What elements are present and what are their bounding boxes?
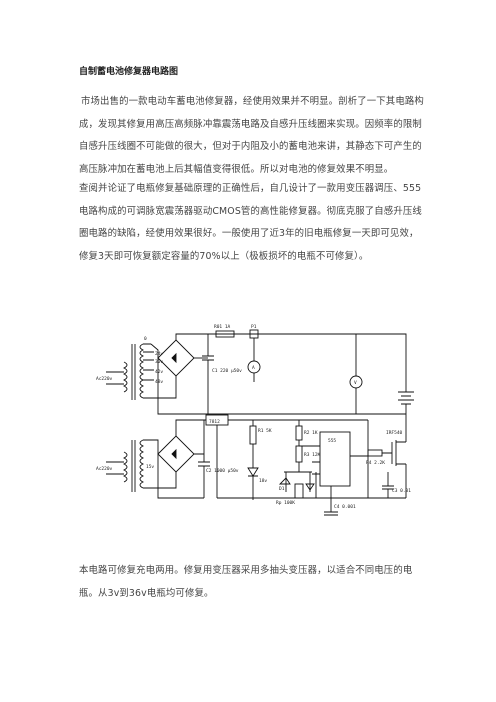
r2-label: R2 1K <box>304 430 318 436</box>
tap-42v-label: 42v <box>155 369 163 375</box>
tap-0-label: 0 <box>144 336 147 342</box>
ic-555-label: 555 <box>328 438 336 444</box>
c4-label: C4 0.001 <box>334 504 356 510</box>
article-title: 自制蓄电池修复器电路图 <box>79 67 179 77</box>
tap-24v-label: 24v <box>155 351 163 357</box>
ac-input-bottom-label: Ac220v <box>96 466 113 472</box>
c2-label: C2 1000 μ50v <box>206 468 239 474</box>
c3-label: C3 0.01 <box>392 488 411 494</box>
r4-label: R4 2.2K <box>366 460 385 466</box>
paragraph-1: 市场出售的一款电动车蓄电池修复器，经使用效果并不明显。剖析了一下其电路构成，发现… <box>79 96 424 175</box>
tap-48v-label: 48v <box>155 379 163 385</box>
r3-label: R3 12K <box>304 452 321 458</box>
regulator-label: 7812 <box>209 419 220 425</box>
zener-label: 18v <box>259 478 267 484</box>
voltmeter-label: V <box>354 380 357 386</box>
rp-label: Rp 100K <box>276 500 295 506</box>
tap-30v-label: 30v <box>155 359 163 365</box>
p1-label: P1 <box>251 324 257 330</box>
c1-label: C1 220 μ50v <box>212 368 242 374</box>
r1-label: R1 5K <box>258 428 272 434</box>
ac-input-top-label: Ac220v <box>96 376 113 382</box>
paragraph-2: 查阅并论证了电瓶修复基础原理的正确性后，自几设计了一款用变压器调压、555电路构… <box>79 183 422 262</box>
fuse-label: R01 1A <box>214 324 231 330</box>
paragraph-3: 本电路可修复充电两用。修复用变压器采用多抽头变压器，以适合不同电压的电瓶。从3v… <box>79 565 413 599</box>
ammeter-label: A <box>252 365 255 371</box>
circuit-diagram: 0 24v 30v 42v 48v Ac220v Ac220v R01 1A P… <box>96 324 414 516</box>
d1-label: D1 <box>279 486 285 492</box>
secondary-15v-label: 15v <box>146 464 154 470</box>
mosfet-label: IRF540 <box>386 430 403 436</box>
